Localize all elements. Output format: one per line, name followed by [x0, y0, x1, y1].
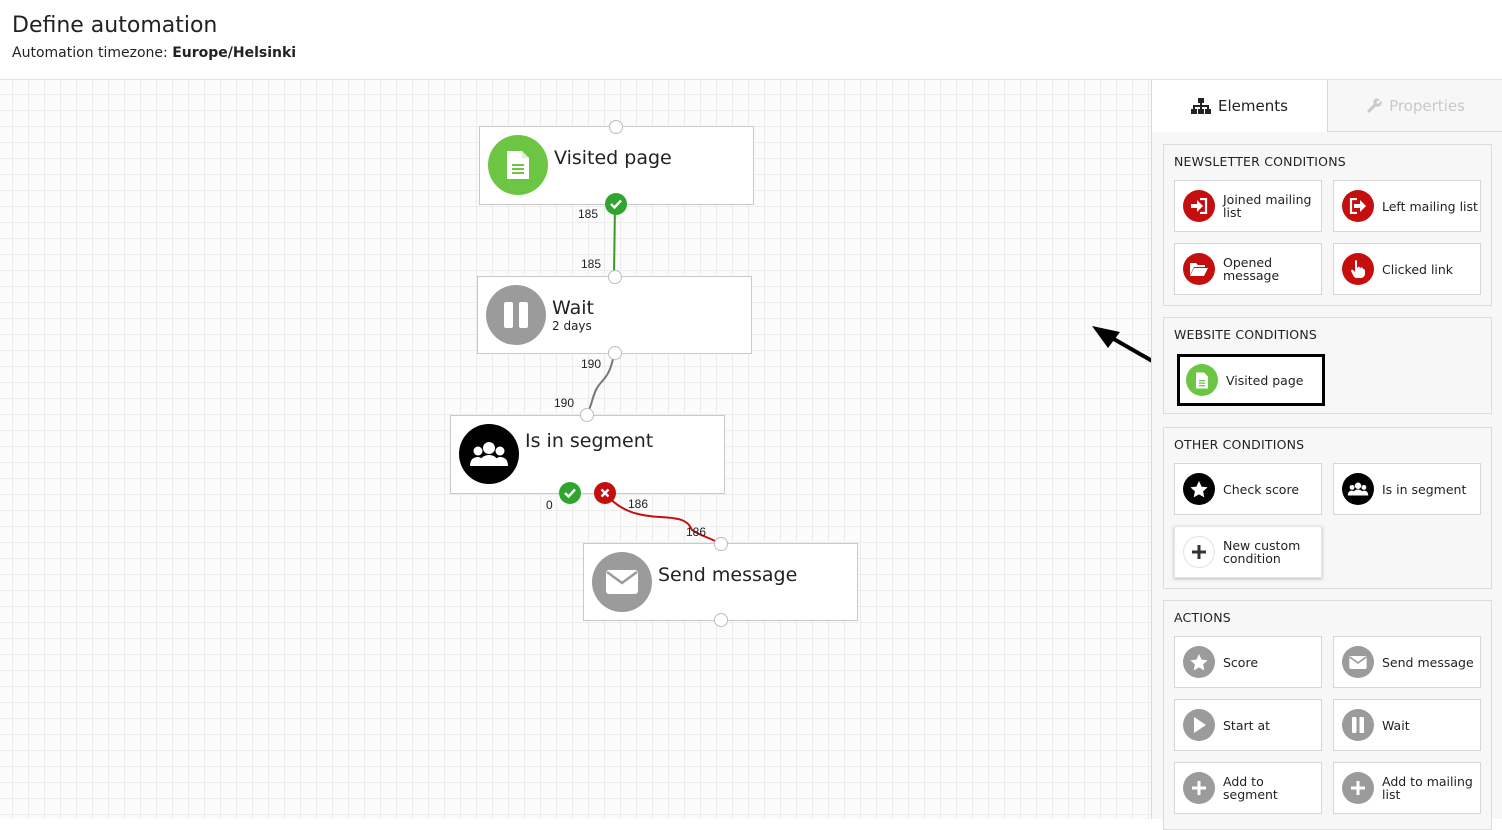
element-wait[interactable]: Wait	[1333, 699, 1481, 751]
pointer-hand-icon	[1342, 253, 1374, 285]
elements-panel: Elements Properties NEWSLETTER CONDITION…	[1151, 80, 1502, 830]
section-actions: ACTIONS Score Send message Start at Wait	[1163, 600, 1492, 830]
element-clicked-link[interactable]: Clicked link	[1333, 243, 1481, 295]
element-label: Add to segment	[1223, 774, 1278, 802]
pause-icon	[486, 285, 546, 345]
element-label: Score	[1223, 654, 1259, 670]
envelope-icon	[1342, 646, 1374, 678]
sign-out-icon	[1342, 190, 1374, 222]
page-header: Define automation Automation timezone: E…	[0, 0, 1502, 80]
section-title: WEBSITE CONDITIONS	[1174, 327, 1318, 342]
element-label: Wait	[1382, 717, 1410, 733]
element-score[interactable]: Score	[1174, 636, 1322, 688]
pause-icon	[1342, 709, 1374, 741]
element-visited-page[interactable]: Visited page	[1177, 354, 1325, 406]
group-icon	[459, 424, 519, 484]
connection-segment-send[interactable]	[604, 492, 721, 545]
wrench-icon	[1367, 98, 1382, 113]
count-label: 0	[546, 498, 553, 512]
page-title: Define automation	[12, 13, 218, 38]
timezone-value: Europe/Helsinki	[172, 45, 297, 61]
element-label: Add to mailing list	[1382, 774, 1473, 802]
element-is-in-segment[interactable]: Is in segment	[1333, 463, 1481, 515]
document-icon	[488, 135, 548, 195]
input-port[interactable]	[714, 537, 728, 551]
connections-layer	[586, 203, 721, 545]
element-label: Joined mailing list	[1223, 192, 1312, 220]
node-title: Wait	[552, 297, 594, 319]
element-label: Opened message	[1223, 255, 1280, 283]
star-icon	[1183, 646, 1215, 678]
element-label: Start at	[1223, 717, 1271, 733]
node-title: Is in segment	[525, 430, 654, 452]
star-icon	[1183, 473, 1215, 505]
play-icon	[1183, 709, 1215, 741]
sitemap-icon	[1191, 97, 1212, 114]
element-opened-message[interactable]: Opened message	[1174, 243, 1322, 295]
input-port[interactable]	[608, 270, 622, 284]
section-other-conditions: OTHER CONDITIONS Check score Is in segme…	[1163, 427, 1492, 589]
node-title: Send message	[658, 564, 798, 586]
element-joined-mailing-list[interactable]: Joined mailing list	[1174, 180, 1322, 232]
plus-icon	[1183, 536, 1215, 568]
element-label: Send message	[1382, 654, 1474, 670]
pointer-arrow-icon	[1092, 326, 1155, 364]
element-label: New custom condition	[1223, 538, 1301, 566]
node-visited-page[interactable]: Visited page	[479, 126, 754, 205]
node-wait[interactable]: Wait 2 days	[477, 276, 752, 354]
element-label: Check score	[1223, 481, 1300, 497]
element-start-at[interactable]: Start at	[1174, 699, 1322, 751]
section-website-conditions: WEBSITE CONDITIONS Visited page	[1163, 317, 1492, 414]
element-label: Is in segment	[1382, 481, 1467, 497]
input-port[interactable]	[580, 408, 594, 422]
node-send-message[interactable]: Send message	[583, 543, 858, 621]
success-check-icon[interactable]	[559, 482, 581, 504]
element-check-score[interactable]: Check score	[1174, 463, 1322, 515]
count-label: 185	[578, 207, 599, 221]
tab-elements[interactable]: Elements	[1152, 80, 1328, 132]
document-icon	[1186, 364, 1218, 396]
group-icon	[1342, 473, 1374, 505]
node-subtitle: 2 days	[552, 319, 592, 333]
output-port[interactable]	[608, 346, 622, 360]
connection-wait-segment[interactable]	[586, 352, 615, 415]
input-port[interactable]	[609, 120, 623, 134]
element-label: Visited page	[1226, 372, 1304, 388]
success-check-icon[interactable]	[605, 193, 627, 215]
count-label: 186	[686, 525, 707, 539]
element-add-to-segment[interactable]: Add to segment	[1174, 762, 1322, 814]
count-label: 190	[581, 357, 602, 371]
connection-visited-wait[interactable]	[613, 203, 616, 277]
timezone-label: Automation timezone:	[12, 45, 168, 61]
element-add-to-mailing-list[interactable]: Add to mailing list	[1333, 762, 1481, 814]
folder-open-icon	[1183, 253, 1215, 285]
timezone-line: Automation timezone: Europe/Helsinki	[12, 45, 296, 61]
element-label: Clicked link	[1382, 261, 1454, 277]
count-label: 185	[581, 257, 602, 271]
tab-label: Elements	[1218, 97, 1288, 115]
sign-in-icon	[1183, 190, 1215, 222]
section-title: ACTIONS	[1174, 610, 1231, 625]
count-label: 186	[628, 497, 649, 511]
plus-icon	[1183, 772, 1215, 804]
node-is-in-segment[interactable]: Is in segment	[450, 415, 725, 494]
automation-canvas[interactable]: Visited page 185 185 Wait 2 days 190 190…	[0, 80, 1151, 819]
output-port[interactable]	[714, 613, 728, 627]
node-title: Visited page	[554, 147, 672, 169]
section-title: NEWSLETTER CONDITIONS	[1174, 154, 1346, 169]
section-title: OTHER CONDITIONS	[1174, 437, 1305, 452]
element-label: Left mailing list	[1382, 198, 1478, 214]
element-send-message[interactable]: Send message	[1333, 636, 1481, 688]
section-newsletter-conditions: NEWSLETTER CONDITIONS Joined mailing lis…	[1163, 144, 1492, 306]
plus-icon	[1342, 772, 1374, 804]
tab-label: Properties	[1389, 96, 1465, 115]
failure-x-icon[interactable]	[594, 482, 616, 504]
tab-properties[interactable]: Properties	[1328, 80, 1502, 132]
envelope-icon	[592, 552, 652, 612]
element-left-mailing-list[interactable]: Left mailing list	[1333, 180, 1481, 232]
element-new-custom-condition[interactable]: New custom condition	[1174, 526, 1322, 578]
count-label: 190	[554, 396, 575, 410]
